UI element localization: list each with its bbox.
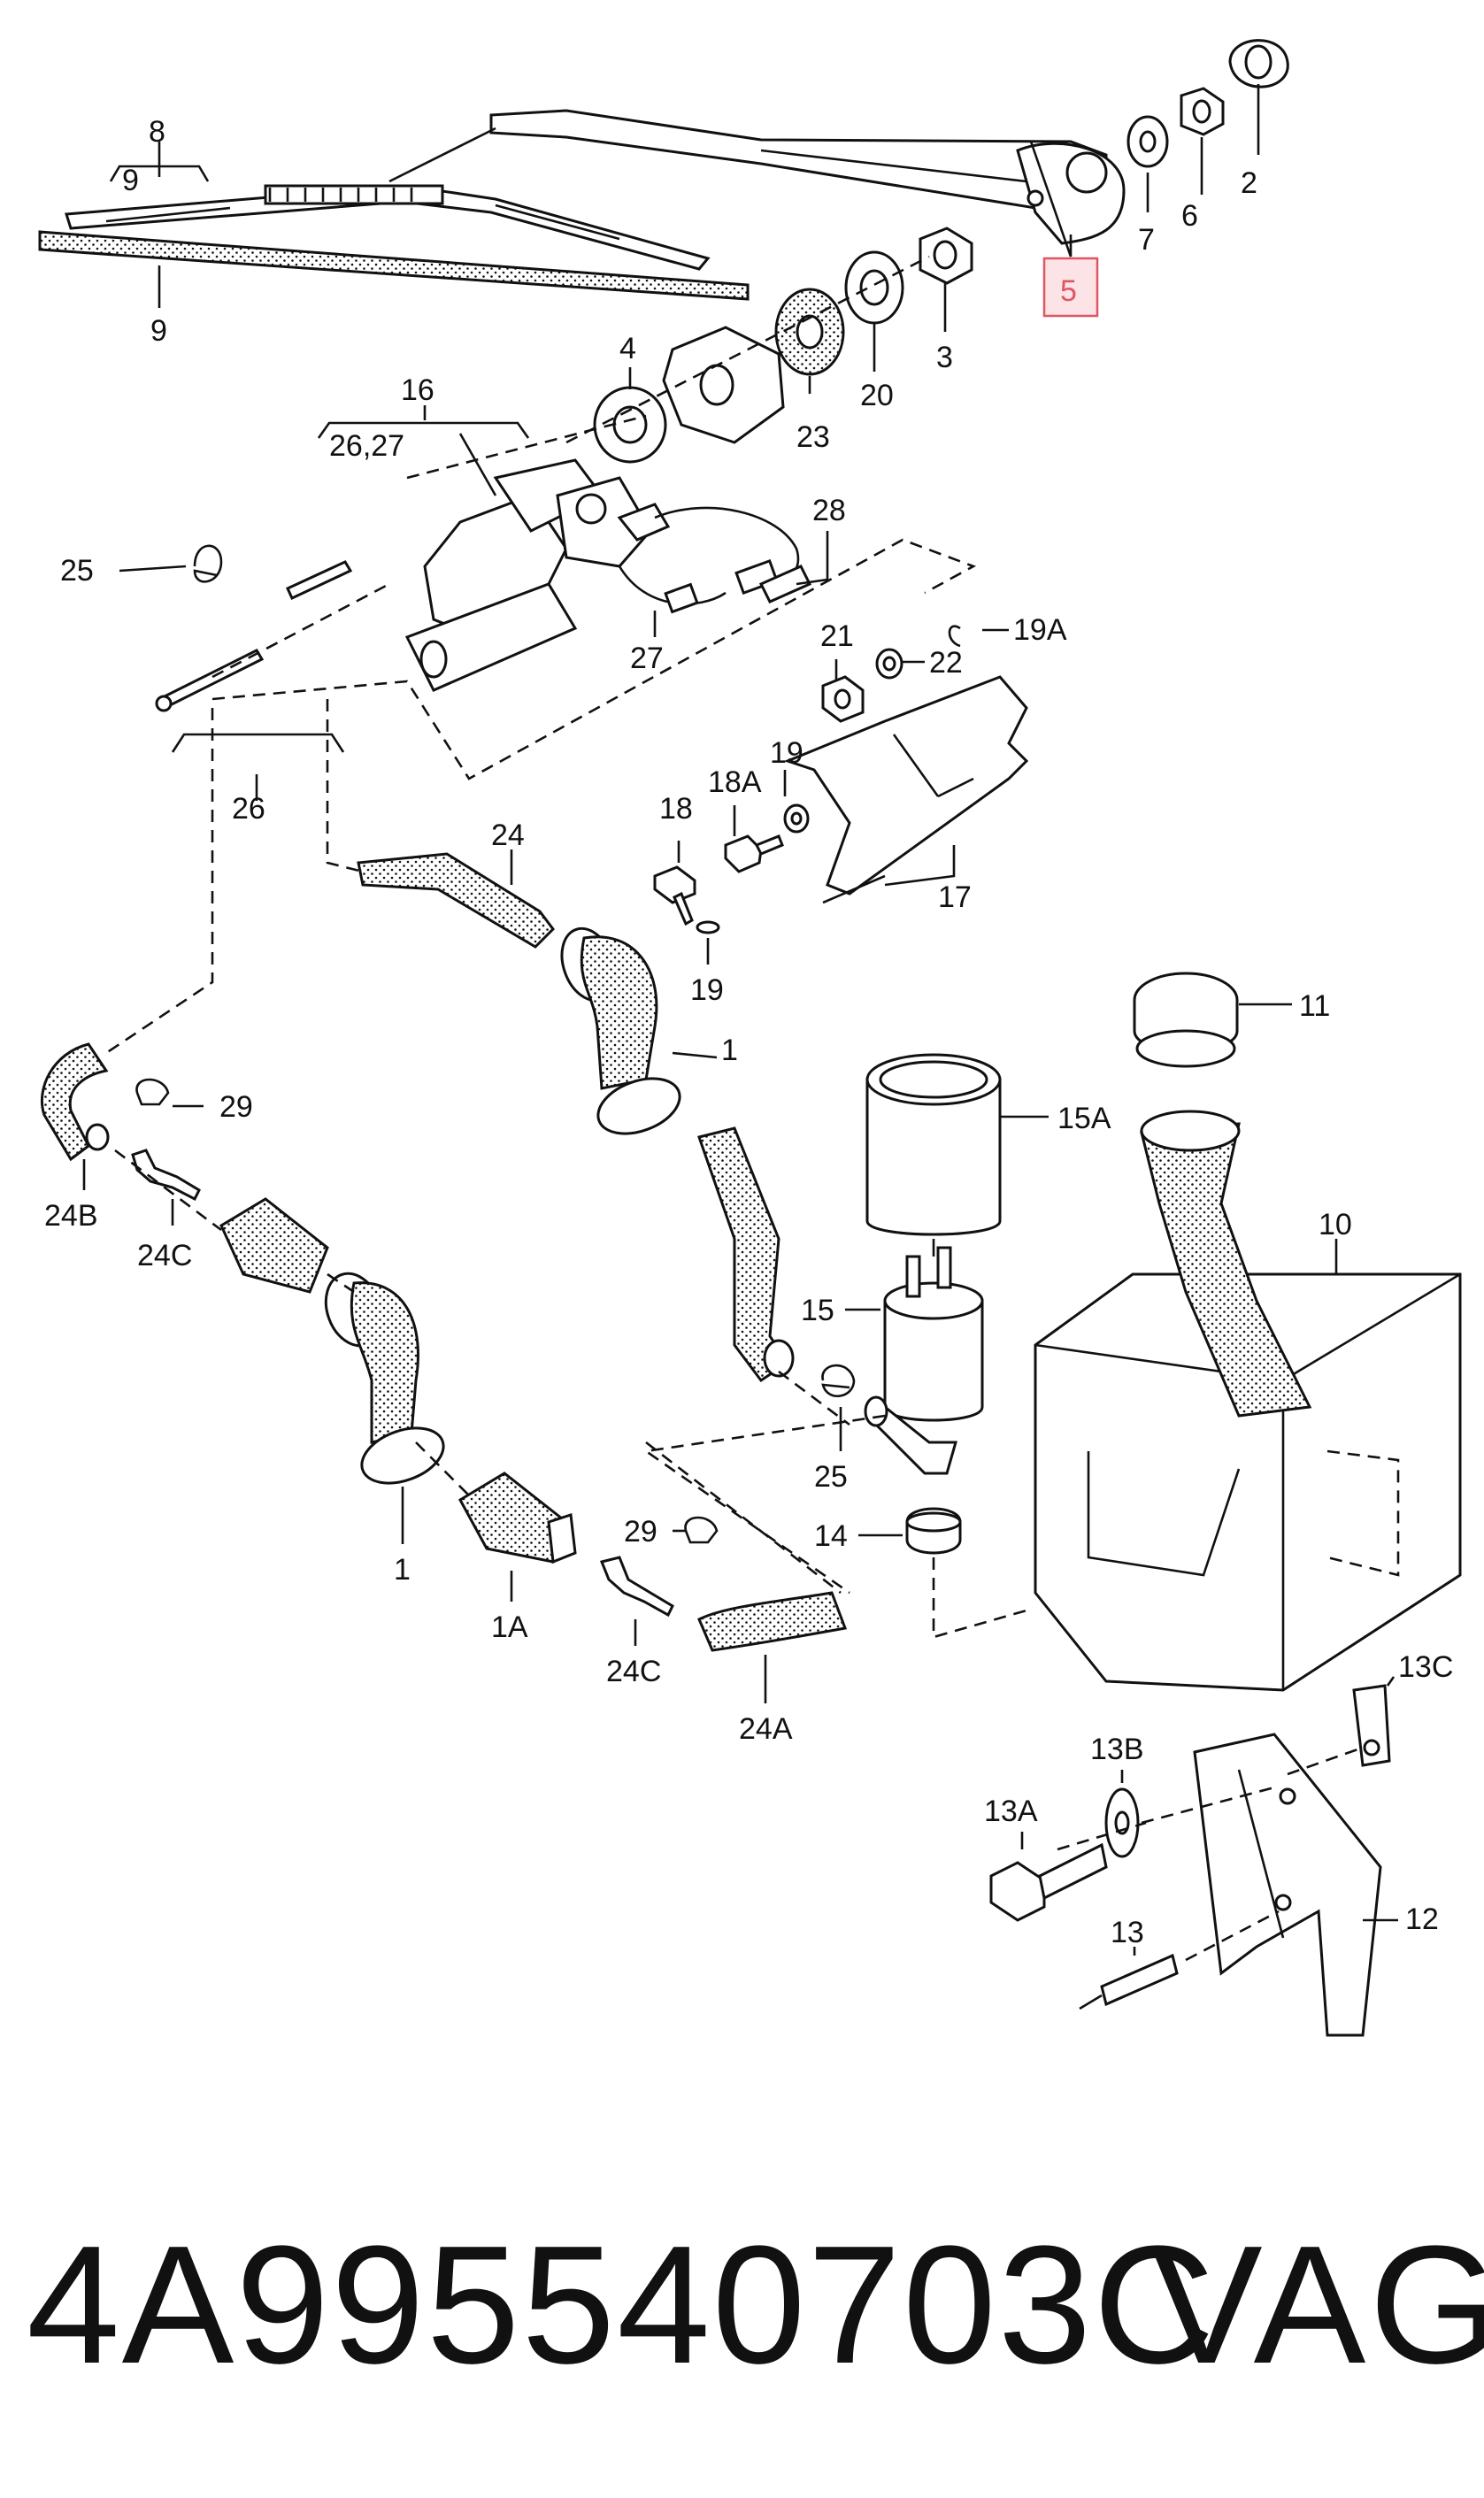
callout-28: 28 [812,494,846,527]
screw-18 [653,865,696,926]
clip-25-lower [821,1364,856,1398]
callout-9-bracket: 9 [122,164,139,197]
callout-12: 12 [1405,1902,1439,1936]
footer: 4A995540703C VAG [0,2194,1484,2416]
assembly-lines [105,255,1364,1962]
callout-14: 14 [814,1519,848,1553]
grommet-23 [774,288,845,376]
sleeve-1A [458,1472,577,1564]
filter-15A [865,1053,1002,1236]
callout-25-lower: 25 [814,1460,848,1494]
callout-11: 11 [1299,989,1330,1023]
callout-24A: 24A [739,1712,793,1746]
nut-3 [919,227,973,285]
callout-24B: 24B [44,1199,98,1233]
callout-13A: 13A [984,1795,1038,1828]
callout-23: 23 [796,420,830,454]
washer-7 [1126,115,1169,168]
callout-6: 6 [1181,199,1198,233]
hose-middle [697,1126,795,1383]
callout-26: 26 [232,792,265,826]
brand-name: VAG [1150,2211,1484,2399]
callout-25-upper: 25 [60,554,94,588]
leader-lines [82,84,1398,1956]
grommet-14 [905,1507,962,1555]
callout-21: 21 [820,619,854,653]
clip-19A [948,625,961,648]
callout-1-lower: 1 [394,1553,411,1587]
clip-25-upper [193,544,223,583]
callout-5: 5 [1060,274,1077,308]
callout-13: 13 [1111,1916,1144,1949]
bracket-12 [1193,1733,1382,2037]
cap-11 [1133,972,1239,1068]
callout-19-lower: 19 [690,973,724,1007]
callout-20: 20 [860,379,894,412]
screw-18A [724,834,784,873]
cap-2 [1228,39,1289,88]
callout-13C: 13C [1398,1650,1453,1684]
elbow-1-upper [560,926,681,1135]
callout-18: 18 [659,792,693,826]
connector-24C-left [131,1149,201,1202]
callout-9-blade: 9 [150,314,167,348]
bracket-17 [783,675,1029,904]
hose-24B [40,1042,110,1162]
hose-24-upper [357,852,555,949]
callout-3: 3 [936,341,953,374]
callout-10: 10 [1319,1208,1352,1241]
callout-1-upper: 1 [721,1034,738,1067]
callout-7: 7 [1138,223,1155,257]
washer-20 [844,250,904,325]
connector-24C-right [599,1556,674,1618]
callout-15: 15 [801,1294,834,1327]
callout-26-27: 26,27 [329,429,404,463]
callout-15A: 15A [1057,1102,1111,1135]
bolt-13A [989,1842,1108,1922]
callout-24C-left: 24C [137,1239,192,1272]
callout-19A: 19A [1013,613,1067,647]
callout-24: 24 [491,819,525,852]
part-number: 4A995540703C [27,2211,1217,2399]
callout-8: 8 [149,115,165,149]
callout-1A: 1A [491,1610,528,1644]
washer-22 [875,648,903,680]
wiper-blade [38,184,750,301]
callout-29-left: 29 [219,1090,253,1124]
highlight-box-5 [1042,257,1099,318]
exploded-view-drawing: 8 9 9 5 7 6 2 3 20 23 4 16 26,27 28 25 2… [38,39,1462,2037]
callout-19-upper: 19 [770,736,804,770]
callout-labels: 8 9 9 5 7 6 2 3 20 23 4 16 26,27 28 25 2… [44,115,1453,1949]
washer-13B [1104,1787,1140,1858]
rivet-13 [1079,1953,1179,2010]
callout-24C-right: 24C [606,1655,661,1688]
washer-4 [593,386,667,464]
nut-6 [1180,87,1225,136]
callout-18A: 18A [708,765,762,799]
hose-24A [697,1591,848,1652]
callout-17: 17 [938,880,972,914]
callout-2: 2 [1241,166,1257,200]
callout-22: 22 [929,646,963,680]
callout-16: 16 [401,373,434,407]
callout-29-right: 29 [624,1515,657,1549]
seal-plate [662,326,785,444]
callout-27: 27 [630,642,664,675]
pump-15 [864,1246,984,1475]
reservoir-10 [1034,1110,1462,1692]
sleeve-left [219,1197,329,1294]
wiper-motor [404,458,812,692]
callout-4: 4 [619,332,636,365]
nut-21 [821,675,865,723]
clip-29-right [684,1516,719,1544]
wiper-arm [388,109,1126,245]
callout-13B: 13B [1090,1733,1144,1766]
elbow-1-lower [324,1272,445,1485]
washer-19 [696,803,810,934]
clip-29-left [135,1078,170,1106]
clip-13C [1352,1684,1391,1767]
